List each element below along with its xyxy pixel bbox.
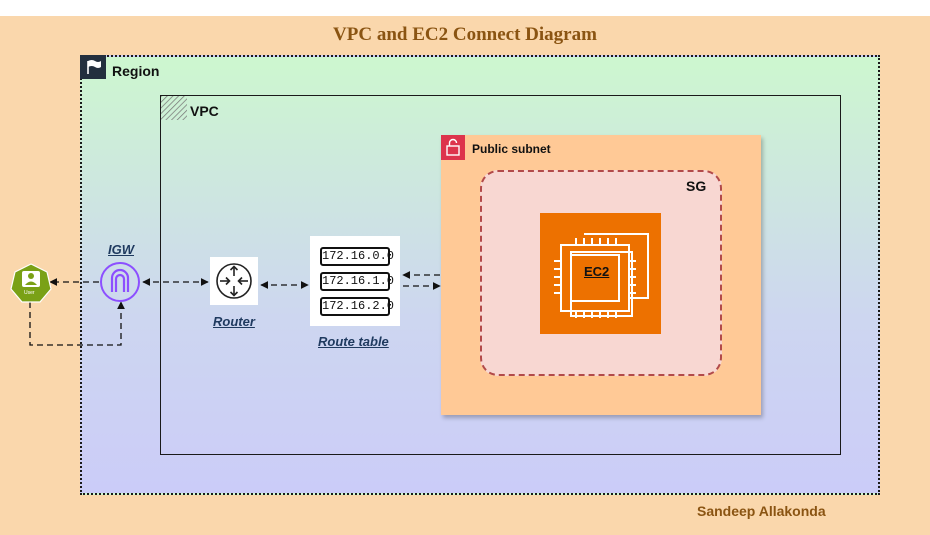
router-icon: [216, 263, 252, 299]
region-label: Region: [112, 63, 160, 79]
igw-label: IGW: [108, 242, 134, 257]
user-to-igw-line: [29, 301, 125, 346]
router: [210, 257, 258, 305]
user-icon: [10, 263, 52, 303]
route-entry: 172.16.1.0: [320, 272, 394, 291]
ec2-chip-icon: [554, 233, 649, 318]
vpc-hatch-icon: [161, 96, 187, 120]
ec2-instance: [540, 213, 661, 334]
subnet-label: Public subnet: [472, 142, 551, 156]
igw-icon: [100, 262, 140, 302]
vpc-label: VPC: [190, 103, 219, 119]
diagram-title: VPC and EC2 Connect Diagram: [333, 24, 597, 45]
subnet-lock-icon: [441, 135, 465, 160]
sg-label: SG: [686, 178, 707, 194]
author-credit: Sandeep Allakonda: [697, 503, 826, 519]
route-entry: 172.16.0.0: [320, 247, 394, 266]
region-flag-icon: [80, 55, 106, 79]
route-entry: 172.16.2.0: [320, 297, 394, 316]
route-table: 172.16.0.0 172.16.1.0 172.16.2.0: [310, 236, 400, 326]
ec2-label: EC2: [584, 264, 610, 279]
vpc-group: [160, 95, 841, 455]
user-label: User: [24, 290, 35, 296]
route-table-label: Route table: [318, 334, 389, 349]
router-label: Router: [213, 314, 255, 329]
